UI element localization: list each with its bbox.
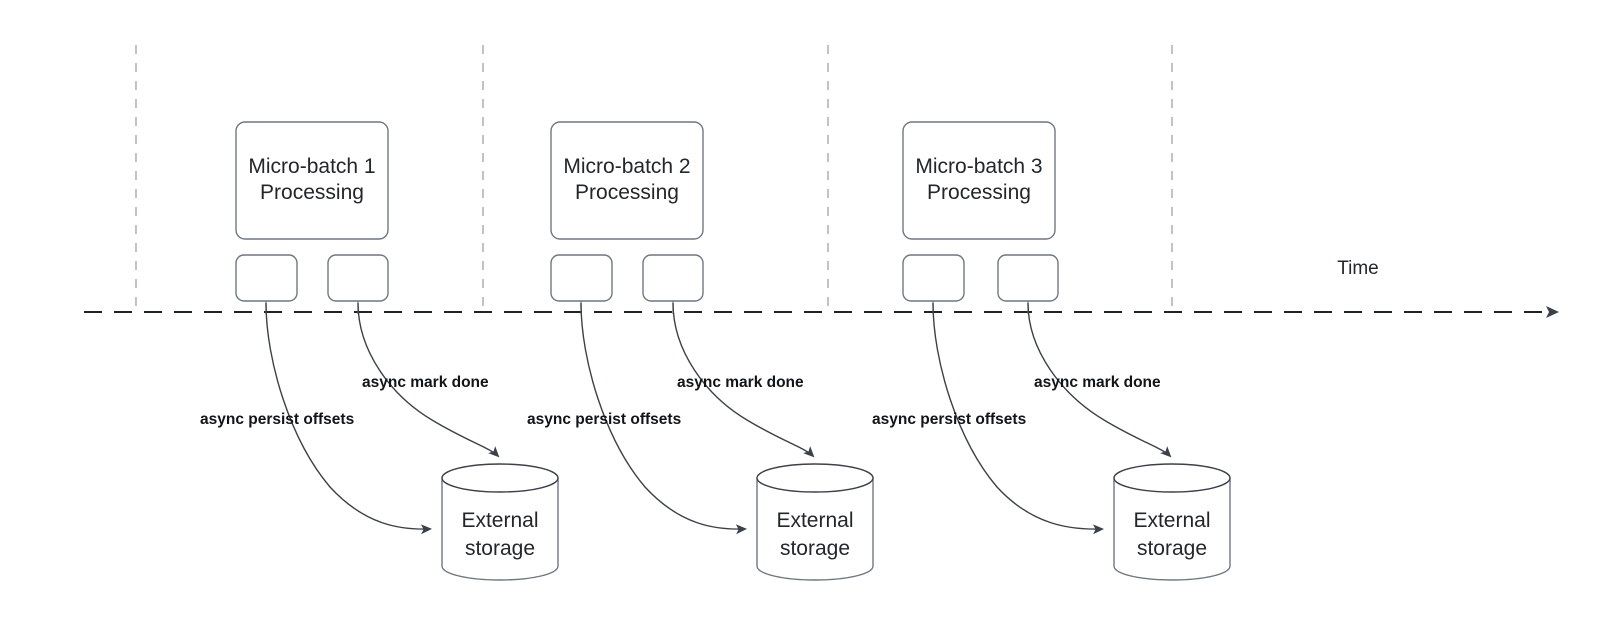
micro-batch-label-2-line1: Micro-batch 2 <box>563 155 690 178</box>
external-storage-label-3-line1: External <box>1133 509 1210 532</box>
micro-batch-label-3-line2: Processing <box>927 181 1031 204</box>
edge-label-mark-done-3: async mark done <box>1034 374 1161 391</box>
external-storage-top-3 <box>1113 463 1231 493</box>
external-storage-body-1 <box>441 477 559 581</box>
edge-label-mark-done-1: async mark done <box>362 374 489 391</box>
external-storage-label-1-line2: storage <box>465 537 535 560</box>
group-3 <box>902 121 1231 581</box>
group-1 <box>235 121 559 581</box>
task-box-2a <box>550 254 613 302</box>
external-storage-top-1 <box>441 463 559 493</box>
micro-batch-box-2 <box>550 121 704 240</box>
micro-batch-label-2-line2: Processing <box>575 181 679 204</box>
text-layer: Micro-batch 1 Processing async persist o… <box>200 155 1379 560</box>
edge-persist-offsets-1 <box>265 302 432 535</box>
external-storage-body-3 <box>1113 477 1231 581</box>
external-storage-body-2 <box>756 477 874 581</box>
edge-mark-done-2 <box>672 302 815 458</box>
edge-persist-offsets-2 <box>580 302 747 535</box>
micro-batch-box-3 <box>902 121 1056 240</box>
edge-label-persist-offsets-2: async persist offsets <box>527 411 681 428</box>
micro-batch-label-1-line1: Micro-batch 1 <box>248 155 375 178</box>
micro-batch-box-1 <box>235 121 389 240</box>
micro-batch-label-1-line2: Processing <box>260 181 364 204</box>
external-storage-label-2-line1: External <box>776 509 853 532</box>
edge-mark-done-3 <box>1027 302 1172 458</box>
group-2 <box>550 121 874 581</box>
external-storage-top-2 <box>756 463 874 493</box>
task-box-2b <box>642 254 704 302</box>
task-box-1b <box>327 254 389 302</box>
external-storage-label-2-line2: storage <box>780 537 850 560</box>
external-storage-label-1-line1: External <box>461 509 538 532</box>
timeline-tick-lines <box>135 45 1173 312</box>
micro-batch-label-3-line1: Micro-batch 3 <box>915 155 1042 178</box>
edge-label-persist-offsets-3: async persist offsets <box>872 411 1026 428</box>
task-box-3a <box>902 254 965 302</box>
time-axis-label: Time <box>1337 258 1379 279</box>
edge-label-mark-done-2: async mark done <box>677 374 804 391</box>
task-box-3b <box>997 254 1059 302</box>
external-storage-label-3-line2: storage <box>1137 537 1207 560</box>
edge-persist-offsets-3 <box>932 302 1104 535</box>
edge-label-persist-offsets-1: async persist offsets <box>200 411 354 428</box>
edge-mark-done-1 <box>357 302 500 458</box>
task-box-1a <box>235 254 298 302</box>
